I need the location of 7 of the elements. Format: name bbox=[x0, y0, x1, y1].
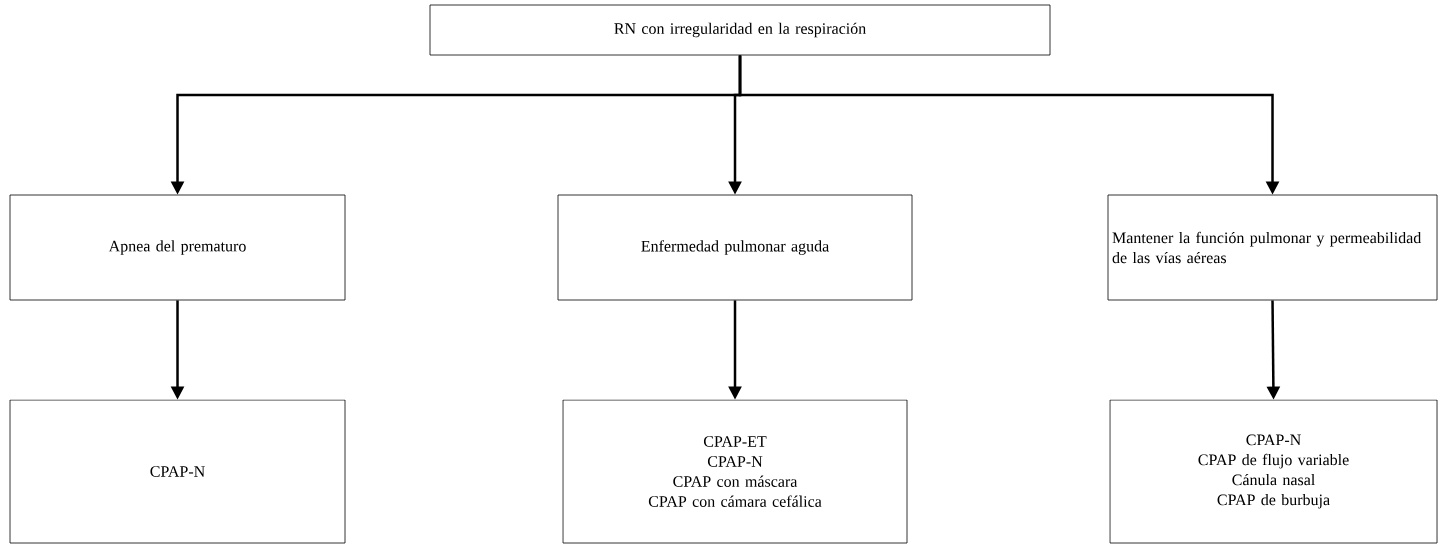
text-box: CPAP-N CPAP de flujo variable Cánula nasal CPAP de burbuja bbox=[1109, 399, 1438, 544]
text-box: Mantener la función pulmonar y permeabilidad de las vías aéreas bbox=[1107, 194, 1438, 301]
text-box: Apnea del prematuro bbox=[9, 194, 346, 301]
text-box: RN con irregularidad en la respiración bbox=[429, 4, 1051, 56]
text-box: CPAP-N bbox=[9, 399, 346, 544]
text-box: CPAP-ET CPAP-N CPAP con máscara CPAP con cámara cefálica bbox=[562, 399, 908, 544]
text-box: Enfermedad pulmonar aguda bbox=[557, 194, 913, 301]
